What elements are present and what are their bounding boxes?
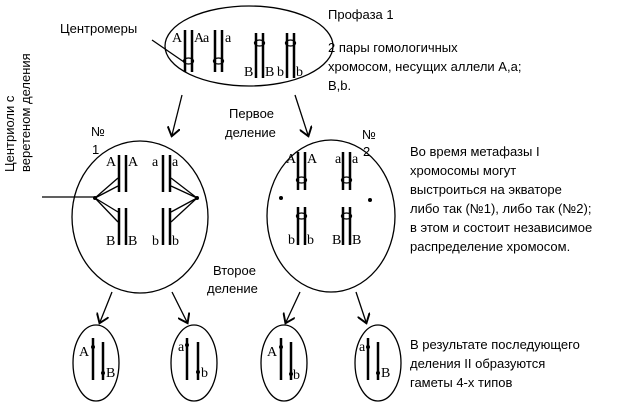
- gamete-chromosomes: A B a b A b a B: [79, 338, 390, 383]
- prophase-desc-line: хромосом, несущих аллели А,а;: [328, 59, 521, 74]
- allele-label: b: [277, 65, 284, 80]
- result-desc-line: гаметы 4-х типов: [410, 375, 512, 390]
- centrioles-label: Центриоли с веретеном деления: [2, 53, 33, 172]
- variant-2-label: 2: [363, 144, 370, 159]
- allele-label: b: [172, 234, 179, 249]
- allele-label: B: [106, 366, 115, 381]
- allele-label: a: [225, 31, 232, 46]
- gamete-cell-4: [354, 324, 402, 402]
- allele-label: a: [352, 152, 359, 167]
- allele-label: B: [128, 234, 137, 249]
- division-arrows: [100, 94, 366, 322]
- allele-label: a: [203, 31, 210, 46]
- allele-label: A: [194, 31, 205, 46]
- metaphase-desc-line: либо так (№1), либо так (№2);: [410, 201, 591, 216]
- first-division-label: деление: [225, 125, 276, 140]
- prophase-chromosomes: A A a a B B b b: [172, 30, 303, 80]
- allele-label: A: [286, 152, 297, 167]
- allele-label: a: [178, 340, 185, 355]
- allele-label: b: [201, 366, 208, 381]
- allele-label: a: [335, 152, 342, 167]
- centrioles-label-line: веретеном деления: [18, 53, 33, 172]
- allele-label: b: [307, 233, 314, 248]
- metaphase-2-chromosomes: A A a a b b B B: [279, 152, 372, 248]
- metaphase-desc-line: хромосомы могут: [410, 163, 516, 178]
- metaphase-cell-2: [266, 139, 396, 293]
- prophase-desc-line: 2 пары гомологичных: [328, 40, 458, 55]
- allele-label: a: [152, 155, 159, 170]
- allele-label: A: [267, 345, 278, 360]
- first-division-label: Первое: [229, 106, 274, 121]
- allele-label: A: [128, 155, 139, 170]
- allele-label: a: [172, 155, 179, 170]
- allele-label: B: [106, 234, 115, 249]
- metaphase-1-chromosomes: A A a a B B b b: [93, 155, 199, 249]
- centrioles-label-line: Центриоли с: [2, 95, 17, 172]
- prophase-desc-line: В,b.: [328, 78, 351, 93]
- allele-label: b: [293, 368, 300, 383]
- gamete-cell-2: [170, 324, 218, 402]
- prophase-cell: [164, 5, 334, 87]
- allele-label: A: [307, 152, 318, 167]
- variant-2-label: №: [362, 127, 376, 142]
- allele-label: B: [332, 233, 341, 248]
- metaphase-desc-line: распределение хромосом.: [410, 239, 570, 254]
- metaphase-desc-line: выстроиться на экваторе: [410, 182, 562, 197]
- allele-label: A: [79, 345, 90, 360]
- metaphase-desc-line: в этом и состоит независимое: [410, 220, 592, 235]
- metaphase-cell-1: [71, 140, 209, 294]
- allele-label: b: [296, 65, 303, 80]
- gamete-cell-1: [72, 324, 120, 402]
- allele-label: B: [244, 65, 253, 80]
- allele-label: b: [288, 233, 295, 248]
- second-division-label: Второе: [213, 263, 256, 278]
- allele-label: b: [152, 234, 159, 249]
- allele-label: B: [265, 65, 274, 80]
- allele-label: A: [106, 155, 117, 170]
- allele-label: B: [381, 366, 390, 381]
- metaphase-desc-line: Во время метафазы I: [410, 144, 540, 159]
- variant-1-label: №: [91, 124, 105, 139]
- second-division-label: деление: [207, 281, 258, 296]
- result-desc-line: деления II образуются: [410, 356, 545, 371]
- prophase-title: Профаза 1: [328, 7, 394, 22]
- result-desc-line: В результате последующего: [410, 337, 580, 352]
- allele-label: B: [352, 233, 361, 248]
- variant-1-label: 1: [92, 142, 99, 157]
- gamete-cell-3: [260, 324, 308, 402]
- allele-label: A: [172, 31, 183, 46]
- centromere-pointer: [151, 39, 185, 63]
- allele-label: a: [359, 340, 366, 355]
- centromeres-label: Центромеры: [60, 21, 137, 36]
